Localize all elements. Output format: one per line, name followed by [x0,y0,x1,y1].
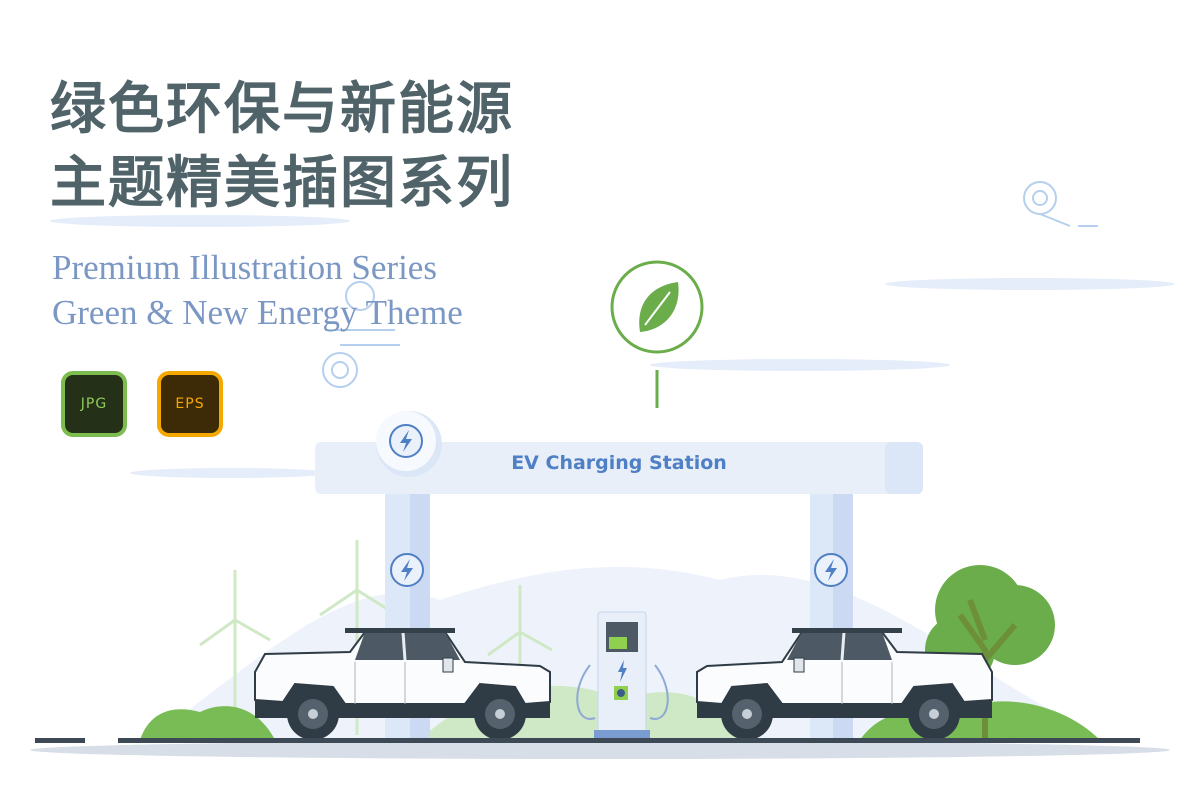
ground-road [30,738,1170,759]
charging-pump [576,611,669,738]
wind-swirl-icon [322,181,1098,388]
leaf-icon [610,260,704,408]
tree [925,565,1055,740]
subtitle-line1: Premium Illustration Series [52,248,437,287]
bolt-icon [390,553,424,587]
station-sign-board [315,442,923,494]
eps-format-badge: EPS [157,371,223,437]
bolt-icon [814,553,848,587]
clouds [50,215,1175,478]
subtitle-line2: Green & New Energy Theme [52,293,463,332]
sign-label: EV Charging Station [511,452,727,474]
page-title-line2: 主题精美插图系列 [50,151,514,216]
jpg-format-badge: JPG [61,371,127,437]
bolt-emblem-icon [376,411,442,477]
page-title-line1: 绿色环保与新能源 [50,77,514,142]
